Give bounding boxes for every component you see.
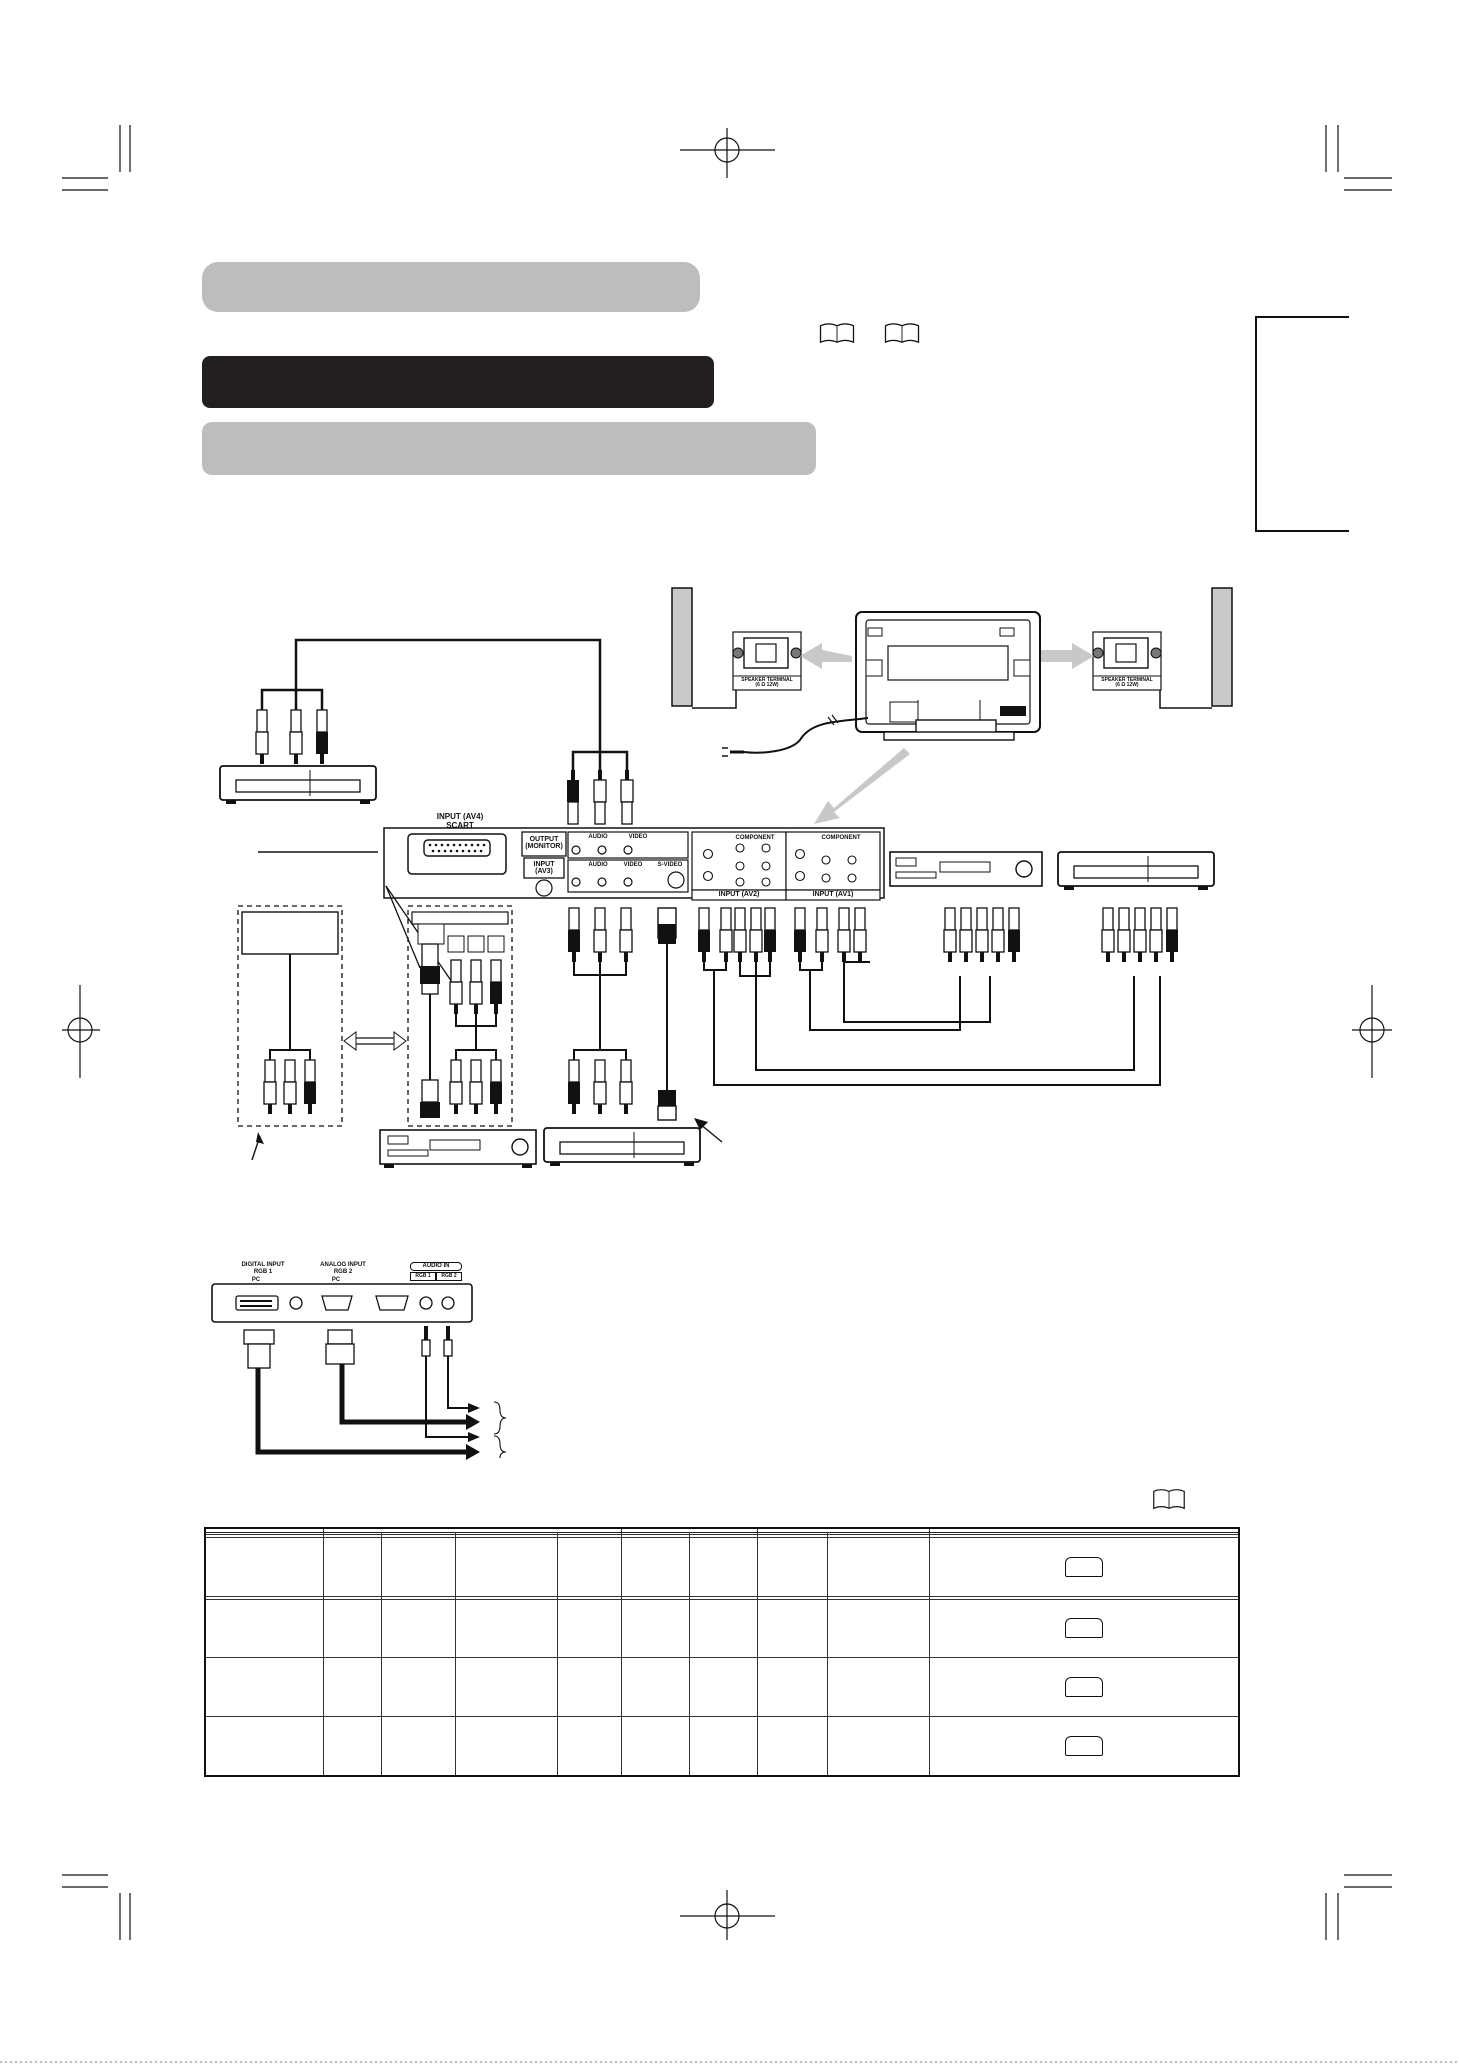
- monitor-label-line: (MONITOR): [525, 843, 563, 850]
- pc-label-analog: PC: [331, 1277, 341, 1283]
- table-cell: [826, 1537, 930, 1597]
- output-monitor-label: OUTPUT (MONITOR): [522, 836, 566, 850]
- speaker-terminal-label-left: SPEAKER TERMINAL (6 Ω 12W): [733, 678, 801, 688]
- video-label-bottom: VIDEO: [623, 862, 643, 868]
- analog-input-text: ANALOG INPUT: [320, 1262, 366, 1268]
- table-cell: [620, 1537, 690, 1597]
- table-cell: [204, 1657, 324, 1717]
- table-cell: [928, 1537, 1240, 1597]
- table-cell: [928, 1715, 1240, 1777]
- table-cell: [688, 1598, 758, 1659]
- table-cell: [556, 1715, 622, 1777]
- pc-connection-diagram: [211, 1283, 507, 1460]
- pc-label-digital: PC: [251, 1277, 261, 1283]
- page-reference-icon: [1153, 1489, 1185, 1510]
- page-reference-icon: [1064, 1556, 1103, 1577]
- table-row: [204, 1527, 1240, 1533]
- table-cell: [204, 1715, 324, 1777]
- component-label-av1: COMPONENT: [821, 835, 861, 841]
- speaker-impedance-text: (6 Ω 12W): [755, 682, 779, 688]
- input-av1-label: INPUT (AV1): [812, 891, 854, 898]
- table-cell: [756, 1715, 828, 1777]
- table-cell: [826, 1657, 930, 1717]
- speaker-terminal-text: SPEAKER TERMINAL: [1101, 677, 1153, 683]
- table-cell: [756, 1537, 828, 1597]
- audio-label-top: AUDIO: [588, 834, 608, 840]
- table-cell: [322, 1537, 382, 1597]
- table-cell: [928, 1527, 1240, 1533]
- table-cell: [826, 1598, 930, 1659]
- analog-rgb2-text: RGB 2: [333, 1269, 353, 1275]
- table-cell: [688, 1715, 758, 1777]
- section-header-bar-1: [202, 262, 700, 312]
- page-reference-icon: [1064, 1618, 1103, 1639]
- table-cell: [620, 1715, 690, 1777]
- digital-input-text: DIGITAL INPUT: [241, 1262, 285, 1268]
- input-av2-label: INPUT (AV2): [718, 891, 760, 898]
- table-cell: [322, 1657, 382, 1717]
- table-cell: [556, 1657, 622, 1717]
- input-label-line: INPUT: [533, 861, 555, 868]
- table-cell: [380, 1715, 456, 1777]
- input-av3-label: INPUT (AV3): [524, 861, 564, 875]
- table-cell: [556, 1598, 622, 1659]
- analog-input-label: ANALOG INPUT RGB 2: [316, 1262, 370, 1276]
- av3-label-line: (AV3): [535, 868, 553, 875]
- table-cell: [556, 1537, 622, 1597]
- scart-label: SCART: [446, 821, 474, 830]
- section-header-bar-3: [202, 422, 816, 475]
- digital-input-label: DIGITAL INPUT RGB 1: [236, 1262, 290, 1276]
- speaker-terminal-label-right: SPEAKER TERMINAL (6 Ω 12W): [1093, 678, 1161, 688]
- table-cell: [826, 1715, 930, 1777]
- input-av4-label: INPUT (AV4): [436, 812, 484, 821]
- speaker-terminal-text: SPEAKER TERMINAL: [741, 677, 793, 683]
- audio-label-bottom: AUDIO: [588, 862, 608, 868]
- table-cell: [928, 1598, 1240, 1659]
- table-cell: [380, 1598, 456, 1659]
- table-cell: [928, 1657, 1240, 1717]
- output-label-line: OUTPUT: [529, 836, 559, 843]
- digital-rgb1-text: RGB 1: [253, 1269, 273, 1275]
- side-tab: [1255, 316, 1349, 532]
- table-cell: [380, 1657, 456, 1717]
- page-reference-icon: [819, 323, 855, 344]
- connection-diagram: [219, 587, 1233, 1168]
- section-header-bar-2: [202, 356, 714, 408]
- table-cell: [688, 1657, 758, 1717]
- speaker-impedance-text: (6 Ω 12W): [1115, 682, 1139, 688]
- table-row: [204, 1598, 1240, 1659]
- table-cell: [204, 1537, 324, 1597]
- table-row: [204, 1657, 1240, 1717]
- specification-table: [204, 1527, 1240, 1777]
- table-cell: [454, 1657, 558, 1717]
- table-cell: [688, 1537, 758, 1597]
- audio-in-label: AUDIO IN: [410, 1262, 462, 1271]
- table-cell: [756, 1598, 828, 1659]
- table-row: [204, 1715, 1240, 1777]
- video-label-top: VIDEO: [628, 834, 648, 840]
- page-reference-icon: [884, 323, 920, 344]
- s-video-label: S-VIDEO: [657, 862, 683, 868]
- page-reference-icon: [1064, 1676, 1103, 1697]
- page-reference-icon: [1064, 1735, 1103, 1756]
- table-cell: [380, 1537, 456, 1597]
- table-cell: [454, 1598, 558, 1659]
- table-cell: [454, 1715, 558, 1777]
- component-label-av2: COMPONENT: [735, 835, 775, 841]
- audio-rgb1-label: RGB 1: [410, 1272, 436, 1281]
- table-cell: [620, 1657, 690, 1717]
- audio-rgb2-label: RGB 2: [436, 1272, 462, 1281]
- table-row: [204, 1537, 1240, 1597]
- table-cell: [620, 1598, 690, 1659]
- table-cell: [756, 1657, 828, 1717]
- table-cell: [322, 1598, 382, 1659]
- table-cell: [322, 1715, 382, 1777]
- table-cell: [454, 1537, 558, 1597]
- table-cell: [204, 1598, 324, 1659]
